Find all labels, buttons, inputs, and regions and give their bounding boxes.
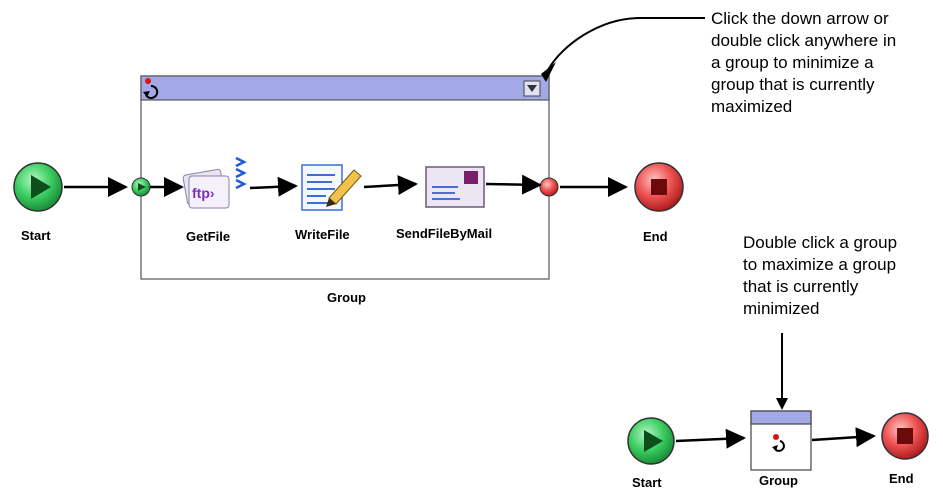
minimize-note-line: maximized [711,97,793,116]
stop-icon-minimized [897,428,913,444]
end-node-minimized[interactable] [881,412,929,460]
maximize-note-line: to maximize a group [743,255,897,274]
envelope-icon [425,166,485,208]
group-label-minimized: Group [759,473,798,488]
group-header[interactable] [140,75,550,101]
minimize-instruction-note: Click the down arrow or double click any… [711,8,896,118]
blue-step-arrows-icon [235,156,247,190]
group-exit-port[interactable] [539,177,559,197]
connector-getfile-to-writefile [249,176,298,197]
end-label-minimized: End [889,471,914,486]
group-minimized-header [750,410,812,425]
callout-arrowhead-minimize [541,62,556,82]
minimize-note-line: double click anywhere in [711,31,897,50]
play-icon-minimized [644,430,663,452]
maximize-note-line: that is currently [743,277,859,296]
maximize-note-line: Double click a group [743,233,898,252]
loop-icon [143,78,159,99]
stop-icon [651,179,667,195]
start-node[interactable] [13,162,63,212]
start-node-minimized[interactable] [627,417,675,465]
activity-writefile[interactable] [301,164,362,211]
entry-port-play-icon [138,183,146,191]
activity-sendfilebymail[interactable] [425,166,485,208]
start-label: Start [21,228,51,243]
write-document-icon [301,164,362,211]
connector-writefile-to-sendfile [363,175,418,196]
play-icon [31,175,51,199]
end-node[interactable] [634,162,684,212]
group-label: Group [327,290,366,305]
ftp-icon-text: ftp› [192,185,215,201]
minimize-note-line: Click the down arrow or [711,9,889,28]
callout-arrowhead-maximize [776,398,788,410]
minimize-note-line: a group to minimize a [711,53,874,72]
callout-curve-minimize [547,17,705,71]
activity-getfile[interactable]: ftp› [182,156,247,209]
maximize-instruction-note: Double click a group to maximize a group… [743,232,897,320]
group-minimized[interactable] [750,410,812,471]
minimized-flow [627,333,929,471]
start-label-minimized: Start [632,475,662,490]
ftp-icon: ftp› [182,168,230,209]
activity-label-sendfilebymail: SendFileByMail [396,226,493,241]
minimize-down-arrow-button[interactable] [523,80,541,97]
activity-label-writefile: WriteFile [295,227,350,242]
connector-group-to-end-minimized [811,427,876,448]
minimize-note-line: group that is currently [711,75,875,94]
activity-label-getfile: GetFile [186,229,231,244]
connector-sendfile-to-exit [485,174,542,195]
maximize-note-line: minimized [743,299,820,318]
loop-icon-minimized [772,434,785,452]
maximized-flow: ftp› [13,75,684,280]
connector-start-to-group-minimized [675,428,746,449]
end-label: End [643,229,668,244]
